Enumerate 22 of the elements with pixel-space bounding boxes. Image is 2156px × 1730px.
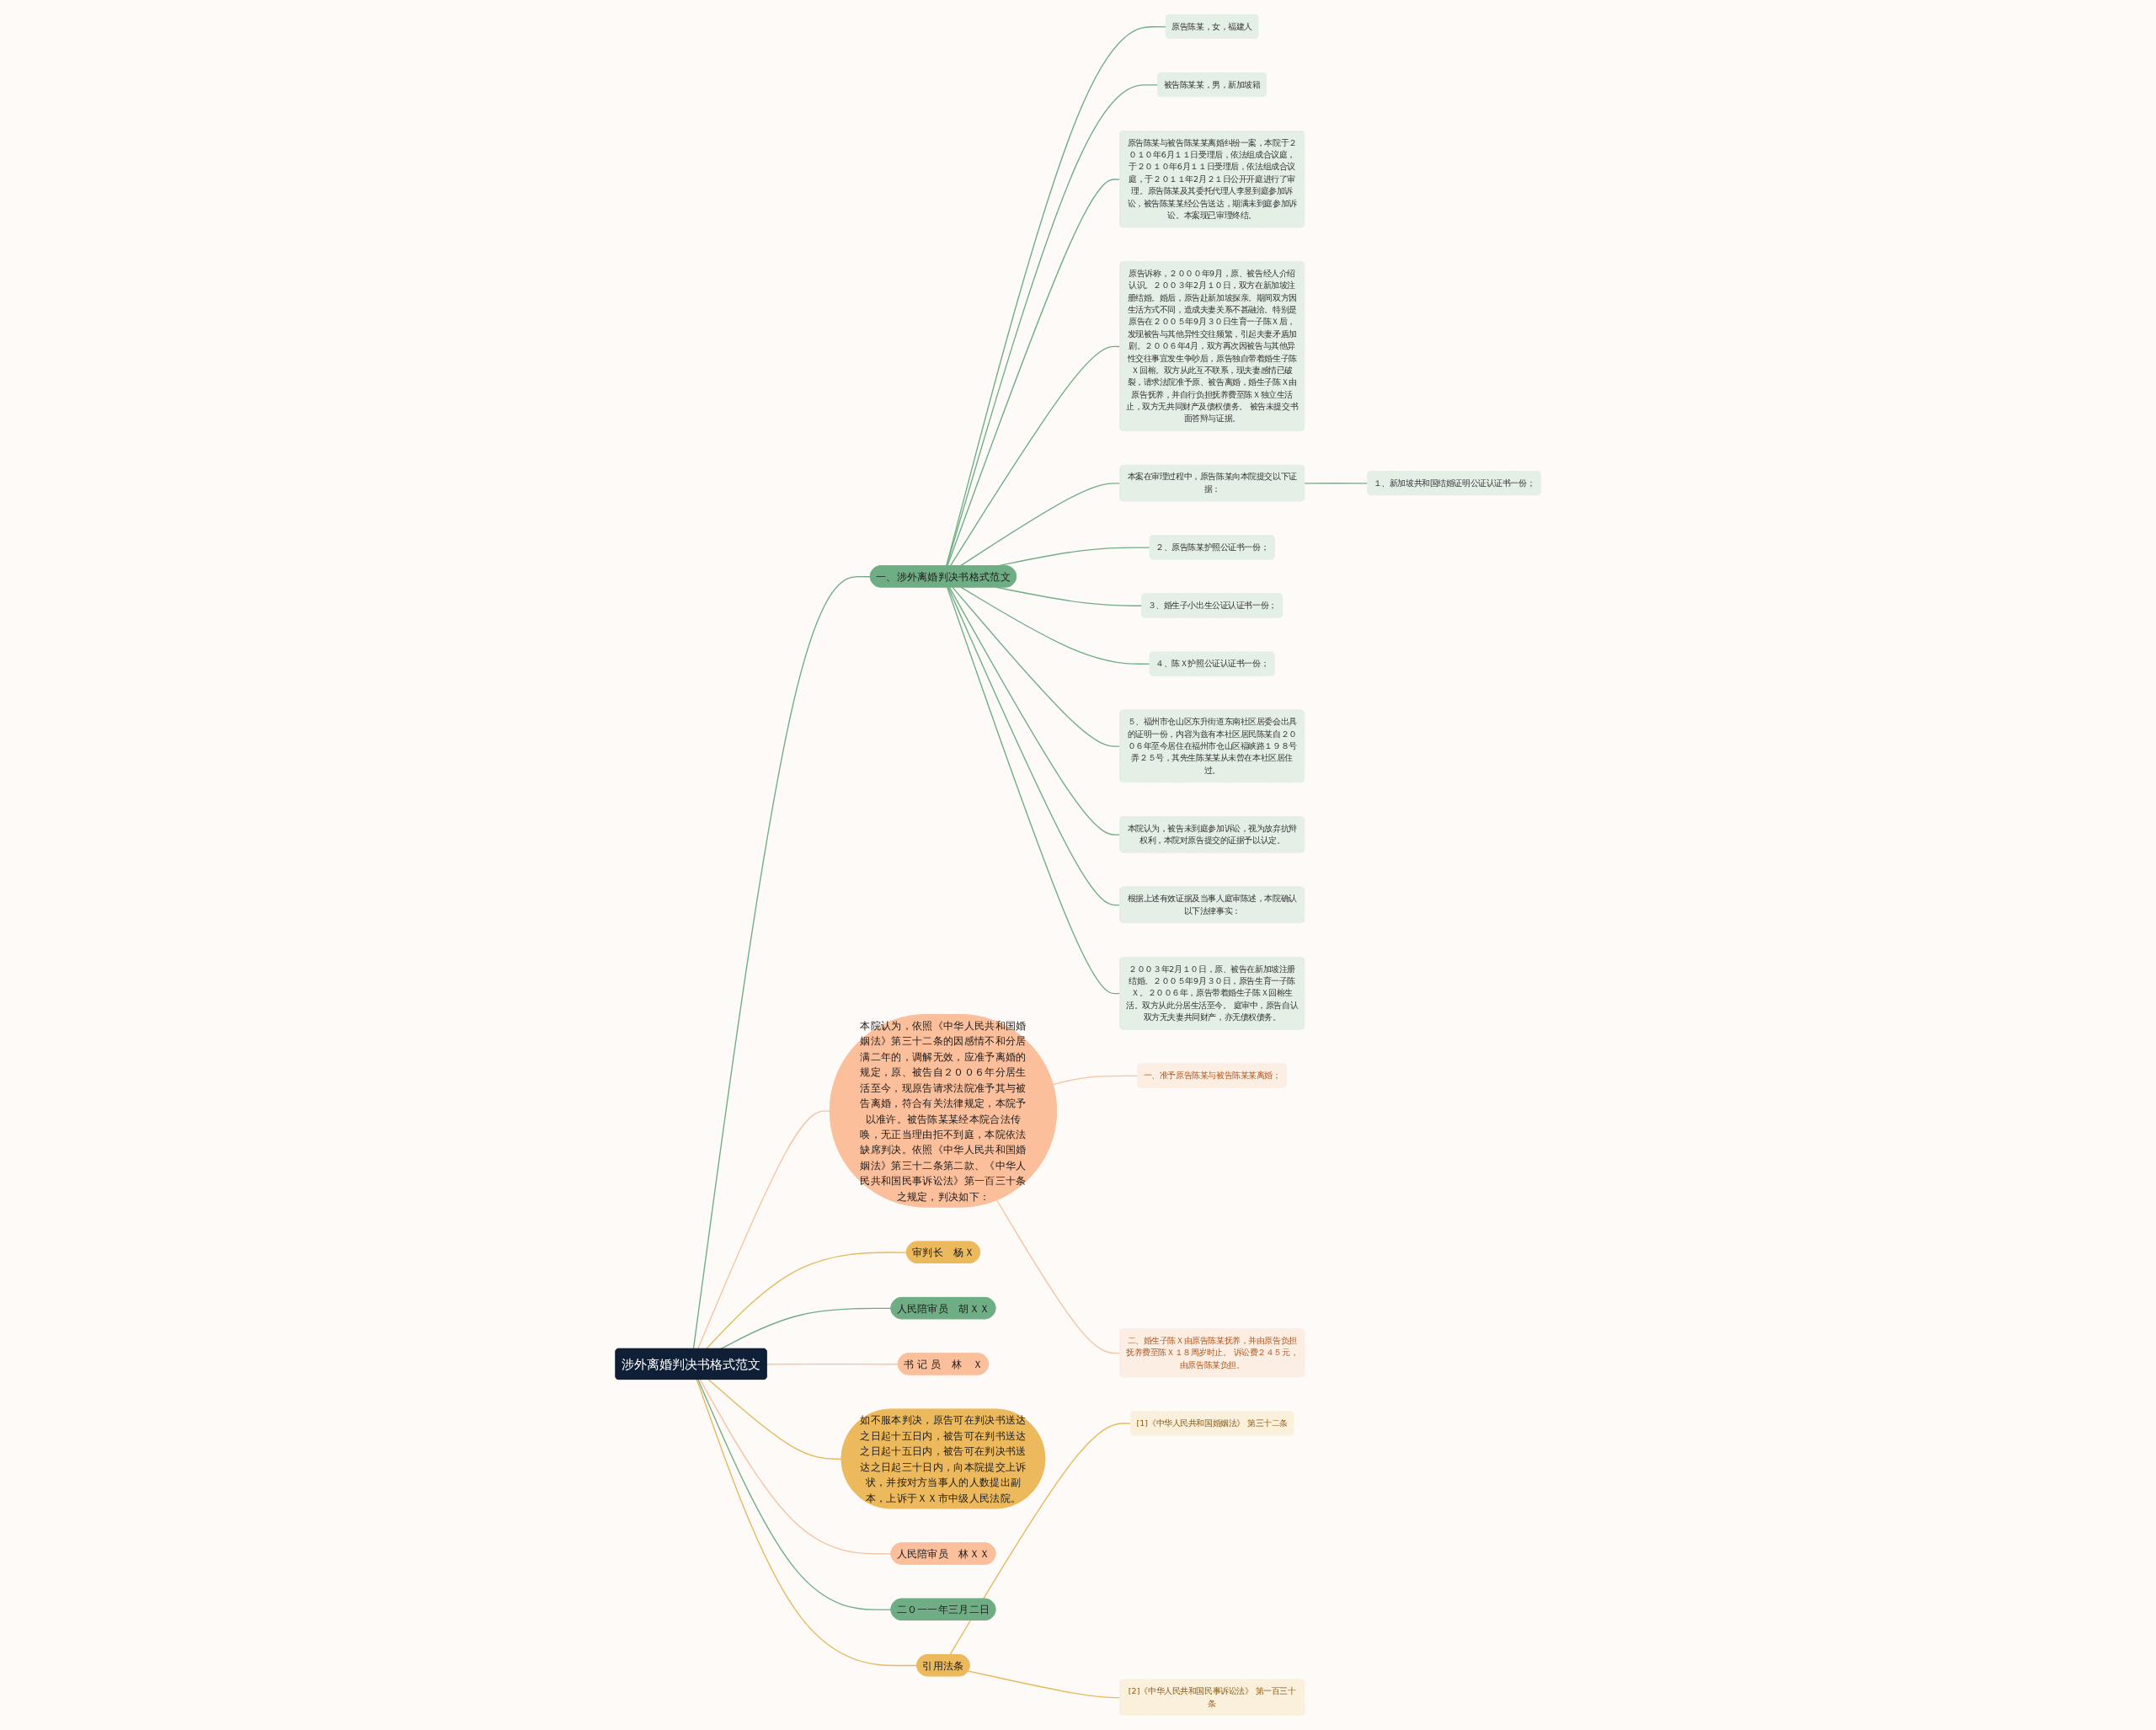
connector [947,586,1121,995]
connector [697,1379,892,1610]
connector [960,586,1151,665]
connector [1052,1075,1139,1086]
connector [952,586,1121,747]
connector [949,345,1121,567]
connector [720,1307,892,1350]
connector [1304,483,1369,484]
connector [947,179,1121,567]
connector [707,1379,843,1460]
connector [696,1379,918,1667]
connector [705,1252,908,1350]
connector [995,1199,1121,1354]
connector [692,576,872,1350]
connector [968,1670,1121,1699]
connector [959,483,1121,567]
connector [949,1423,1132,1656]
connector [947,586,1121,906]
connector [766,1363,899,1365]
connector [696,1110,831,1350]
connector [699,1379,892,1555]
connector [948,586,1121,836]
